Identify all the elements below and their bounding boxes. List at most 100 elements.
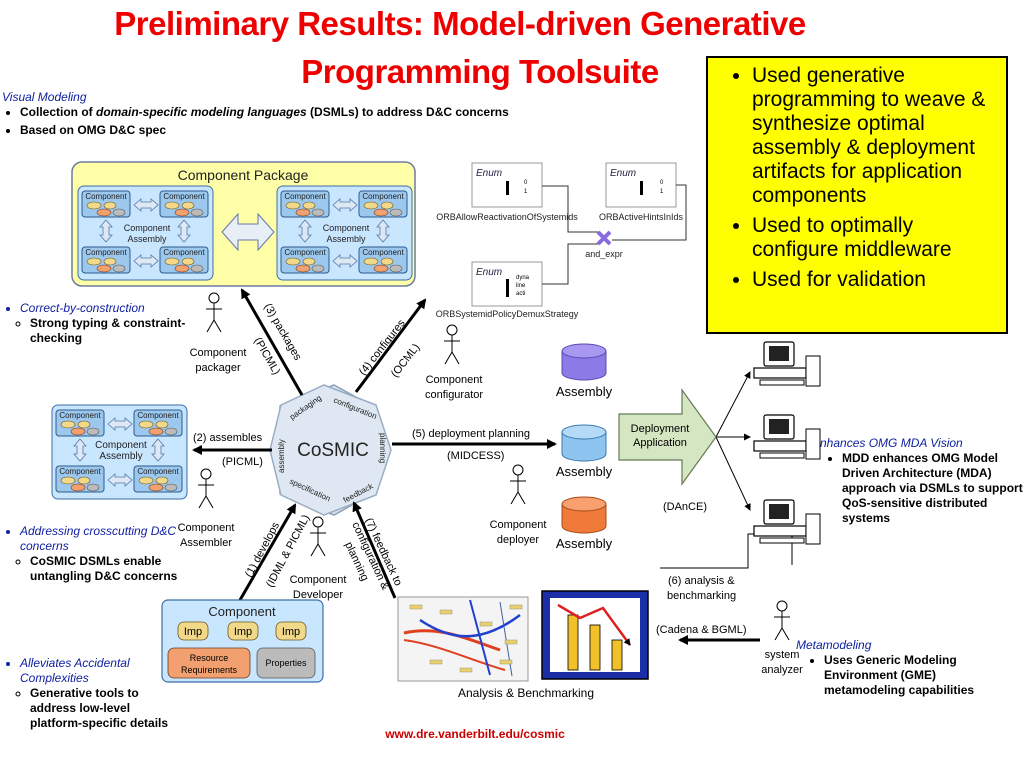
and-expr-node[interactable]: and_expr (542, 184, 687, 285)
role-component-packager: Component packager (190, 292, 247, 374)
svg-text:deployer: deployer (497, 534, 540, 546)
svg-text:Component: Component (208, 604, 276, 619)
benchmark-chart-icon[interactable] (541, 590, 649, 680)
enum-orb-active-hints[interactable]: Enum 0 1 ORBActiveHintsInIds (599, 162, 684, 222)
visual-modeling-note: Visual Modeling Collection of domain-spe… (2, 90, 562, 138)
svg-text:Component: Component (426, 374, 483, 386)
svg-text:Component: Component (59, 411, 101, 420)
crosscutting-note: Addressing crosscutting D&C concerns CoS… (2, 524, 202, 584)
svg-text:1: 1 (524, 189, 528, 195)
analysis-graph-thumbnail[interactable]: Analysis & Benchmarking (397, 596, 594, 700)
svg-text:Component: Component (163, 192, 205, 201)
enum-orb-systemid-policy[interactable]: Enum dyna line acti ORBSystemidPolicyDem… (436, 261, 579, 319)
svg-text:Imp: Imp (184, 626, 202, 638)
imp-ports: Imp Imp Imp (177, 621, 307, 641)
visual-modeling-heading: Visual Modeling (2, 90, 87, 104)
svg-text:Application: Application (633, 437, 687, 449)
svg-text:ORBActiveHintsInIds: ORBActiveHintsInIds (599, 212, 684, 222)
accidental-heading: Alleviates Accidental Complexities (20, 656, 182, 686)
title-line-1: Preliminary Results: Model-driven Genera… (114, 5, 806, 42)
role-system-analyzer: system analyzer (761, 600, 803, 676)
cosmic-label: CoSMIC (297, 440, 369, 461)
svg-text:Component: Component (190, 347, 247, 359)
metamodeling-note: Metamodeling Uses Generic Modeling Envir… (796, 638, 1016, 698)
cosmic-hexagon[interactable]: CoSMIC packaging configuration planning … (269, 384, 392, 516)
assembly-label-line1: Component (124, 223, 171, 233)
svg-text:Imp: Imp (234, 626, 252, 638)
assembly-cylinder-blue[interactable]: Assembly (556, 424, 613, 479)
svg-text:Imp: Imp (282, 626, 300, 638)
correct-heading: Correct-by-construction (20, 301, 197, 316)
svg-text:Enum: Enum (476, 168, 502, 179)
assembly-cylinder-purple[interactable]: Assembly (556, 343, 613, 399)
svg-text:Component: Component (137, 411, 179, 420)
svg-text:Enum: Enum (476, 267, 502, 278)
assembly-label-line2: Assembly (326, 234, 366, 244)
svg-text:analyzer: analyzer (761, 664, 803, 676)
svg-text:(5) deployment planning: (5) deployment planning (412, 428, 530, 440)
assembly-label-line2: Assembly (127, 234, 167, 244)
mda-sub: MDD enhances OMG Model Driven Architectu… (842, 451, 1024, 526)
svg-text:(MIDCESS): (MIDCESS) (447, 450, 504, 462)
crosscutting-heading: Addressing crosscutting D&C concerns (20, 524, 202, 554)
svg-text:Analysis & Benchmarking: Analysis & Benchmarking (458, 686, 594, 700)
svg-text:Component: Component (284, 192, 326, 201)
visual-modeling-bullet-2: Based on OMG D&C spec (20, 123, 562, 138)
metamodeling-sub: Uses Generic Modeling Environment (GME) … (824, 653, 1016, 698)
svg-text:Developer: Developer (293, 589, 343, 601)
svg-text:(OCML): (OCML) (389, 342, 423, 380)
svg-text:benchmarking: benchmarking (667, 590, 736, 602)
svg-text:Properties: Properties (265, 658, 307, 668)
metamodeling-heading: Metamodeling (796, 638, 872, 652)
svg-text:Component: Component (59, 467, 101, 476)
enum-orb-allow-reactivation[interactable]: Enum 0 1 ORBAllowReactivationOfSystemids (436, 162, 578, 222)
svg-text:Assembler: Assembler (180, 537, 232, 549)
svg-text:Component: Component (284, 248, 326, 257)
svg-text:and_expr: and_expr (585, 249, 623, 259)
summary-list: Used generative programming to weave & s… (718, 64, 998, 292)
assembly-label-line1: Component (323, 223, 370, 233)
slide-title: Preliminary Results: Model-driven Genera… (0, 0, 920, 96)
cosmic-url-link[interactable]: www.dre.vanderbilt.edu/cosmic (385, 727, 565, 741)
summary-item: Used to optimally configure middleware (752, 214, 998, 262)
svg-text:line: line (516, 283, 526, 289)
svg-text:(Cadena & BGML): (Cadena & BGML) (656, 624, 746, 636)
svg-text:Assembly: Assembly (556, 536, 613, 551)
component-box[interactable]: Component Imp Imp Imp Resource Requireme… (161, 599, 324, 683)
svg-text:(DAnCE): (DAnCE) (663, 501, 707, 513)
correct-by-construction-note: Correct-by-construction Strong typing & … (2, 301, 197, 346)
svg-text:1: 1 (660, 189, 664, 195)
svg-text:Assembly: Assembly (556, 384, 613, 399)
svg-text:Assembly: Assembly (99, 451, 142, 462)
visual-modeling-bullet-1: Collection of domain-specific modeling l… (20, 105, 562, 120)
svg-text:(PICML): (PICML) (251, 336, 282, 377)
crosscutting-sub: CoSMIC DSMLs enable untangling D&C conce… (30, 554, 202, 584)
role-component-configurator: Component configurator (425, 324, 483, 401)
svg-text:Component: Component (490, 519, 547, 531)
component-package-label: Component Package (178, 167, 309, 183)
svg-text:Requirements: Requirements (181, 665, 238, 675)
component-assembly[interactable]: Component Assembly Component Component C… (51, 404, 188, 500)
target-computers (753, 341, 821, 545)
svg-text:Component: Component (290, 574, 347, 586)
svg-text:Component: Component (178, 522, 235, 534)
svg-text:ORBSystemidPolicyDemuxStrategy: ORBSystemidPolicyDemuxStrategy (436, 309, 579, 319)
svg-text:(6) analysis &: (6) analysis & (668, 575, 735, 587)
svg-text:Component: Component (163, 248, 205, 257)
summary-item: Used generative programming to weave & s… (752, 64, 998, 208)
role-component-developer: Component Developer (290, 516, 347, 601)
svg-text:Component: Component (95, 440, 147, 451)
svg-text:dyna: dyna (516, 275, 530, 281)
svg-text:Assembly: Assembly (556, 464, 613, 479)
svg-text:packager: packager (195, 362, 241, 374)
correct-sub: Strong typing & constraint-checking (30, 316, 197, 346)
deployment-application[interactable]: Deployment Application (DAnCE) (618, 388, 717, 513)
assembly-cylinder-orange[interactable]: Assembly (556, 496, 613, 551)
svg-text:(2) assembles: (2) assembles (193, 432, 263, 444)
svg-text:Component: Component (85, 248, 127, 257)
accidental-sub: Generative tools to address low-level pl… (30, 686, 182, 731)
svg-text:ORBAllowReactivationOfSystemid: ORBAllowReactivationOfSystemids (436, 212, 578, 222)
svg-text:Component: Component (362, 192, 404, 201)
component-package[interactable]: Component Package Component Assembly Com… (71, 161, 416, 287)
